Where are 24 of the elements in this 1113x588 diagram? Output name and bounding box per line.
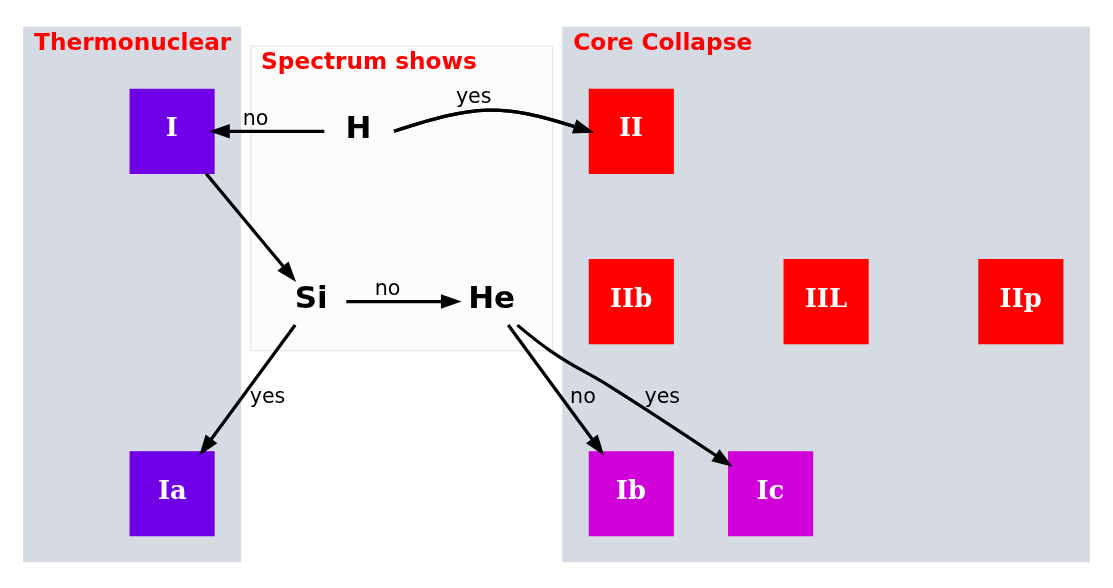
edge-label: no (374, 275, 401, 300)
node-box: IIp (978, 258, 1064, 344)
arrow (204, 172, 297, 282)
node-box: IIL (783, 258, 869, 344)
node-box: Ia (129, 450, 215, 536)
edge-label: no (570, 383, 596, 408)
arrow (199, 323, 297, 456)
edge-label: yes (455, 83, 492, 108)
node-box: I (129, 88, 215, 174)
node-text: H (345, 108, 372, 145)
arrow (346, 293, 462, 309)
node-box: Ic (728, 450, 814, 536)
node-box: II (588, 88, 674, 174)
edge-label: no (242, 105, 269, 130)
arrow (506, 323, 605, 456)
edge-label: yes (249, 383, 286, 408)
node-text: Si (294, 278, 328, 315)
node-box: Ib (588, 450, 674, 536)
node-box: IIb (588, 258, 674, 344)
node-text: He (468, 278, 516, 315)
arrow (209, 123, 325, 139)
arrow (393, 108, 595, 133)
edge-label: yes (644, 383, 681, 408)
arrow (516, 323, 733, 467)
